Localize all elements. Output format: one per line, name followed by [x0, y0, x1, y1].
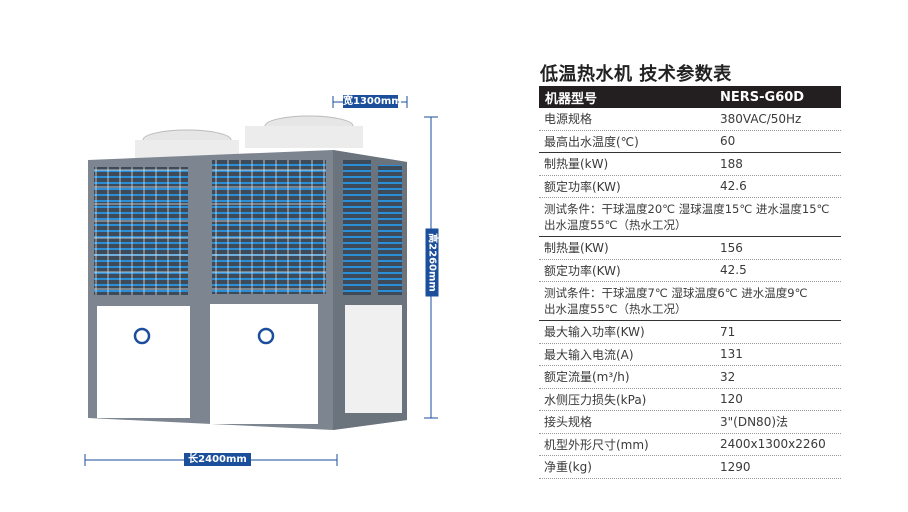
spec-label: 最大输入功率(KW) — [544, 325, 645, 340]
spec-row: 制热量(kW) 188 — [539, 153, 841, 176]
spec-value: 42.5 — [720, 263, 747, 278]
spec-value: 156 — [720, 240, 743, 255]
spec-label: 接头规格 — [544, 415, 593, 430]
length-dimension-label: 长2400mm — [184, 453, 251, 466]
spec-label: 机型外形尺寸(mm) — [544, 437, 649, 452]
spec-row: 机型外形尺寸(mm) 2400x1300x2260 — [539, 434, 841, 456]
spec-value: 131 — [720, 347, 743, 362]
spec-value: 42.6 — [720, 179, 747, 194]
brand-logo — [257, 327, 275, 345]
spec-label: 最高出水温度(℃) — [544, 134, 639, 149]
fans — [135, 115, 363, 158]
note-line: 出水温度55℃（热水工况） — [544, 302, 687, 316]
spec-value: 188 — [720, 156, 743, 171]
spec-label: 最大输入电流(A) — [544, 347, 634, 362]
spec-row: 最大输入电流(A) 131 — [539, 344, 841, 366]
header-label: 机器型号 — [545, 91, 598, 107]
spec-row: 电源规格 380VAC/50Hz — [539, 108, 841, 131]
spec-value: 380VAC/50Hz — [720, 111, 802, 126]
spec-table: 机器型号 NERS-G60D 电源规格 380VAC/50Hz 最高出水温度(℃) 6… — [539, 86, 841, 479]
spec-label: 制热量(kW) — [544, 157, 609, 172]
note-line: 测试条件：干球温度7℃ 湿球温度6℃ 进水温度9℃ — [544, 286, 808, 300]
spec-value: 32 — [720, 369, 736, 384]
spec-label: 额定功率(KW) — [544, 263, 621, 278]
width-dimension-label: 宽1300mm — [343, 95, 402, 108]
spec-row: 制热量(KW) 156 — [539, 237, 841, 260]
spec-table-title: 低温热水机 技术参数表 — [540, 64, 732, 85]
spec-value: 120 — [720, 392, 743, 407]
brand-logo — [133, 327, 151, 345]
note-line: 出水温度55℃（热水工况） — [544, 218, 687, 232]
spec-row: 净重(kg) 1290 — [539, 456, 841, 479]
spec-row: 水侧压力损失(kPa) 120 — [539, 389, 841, 411]
spec-row: 额定功率(KW) 42.6 — [539, 176, 841, 198]
note-line: 测试条件：干球温度20℃ 湿球温度15℃ 进水温度15℃ — [544, 202, 830, 216]
spec-row: 额定流量(m³/h) 32 — [539, 366, 841, 389]
test-condition-note-1: 测试条件：干球温度20℃ 湿球温度15℃ 进水温度15℃ 出水温度55℃（热水工… — [539, 198, 841, 237]
spec-value: 1290 — [720, 459, 751, 474]
spec-label: 制热量(KW) — [544, 241, 609, 256]
height-dimension-label: 高2260mm — [425, 228, 439, 297]
model-value: NERS-G60D — [720, 89, 805, 105]
spec-row: 最大输入功率(KW) 71 — [539, 321, 841, 344]
spec-label: 净重(kg) — [544, 460, 592, 475]
spec-row: 额定功率(KW) 42.5 — [539, 260, 841, 282]
spec-value: 3"(DN80)法 — [720, 415, 789, 430]
lower-panels — [97, 304, 402, 424]
test-condition-note-2: 测试条件：干球温度7℃ 湿球温度6℃ 进水温度9℃ 出水温度55℃（热水工况） — [539, 282, 841, 321]
spec-label: 水侧压力损失(kPa) — [544, 392, 647, 407]
spec-value: 71 — [720, 324, 736, 339]
spec-value: 60 — [720, 134, 736, 149]
spec-label: 额定功率(KW) — [544, 179, 621, 194]
spec-row: 接头规格 3"(DN80)法 — [539, 411, 841, 434]
spec-value: 2400x1300x2260 — [720, 437, 826, 452]
coil-panels — [94, 160, 402, 295]
spec-row: 最高出水温度(℃) 60 — [539, 131, 841, 153]
spec-header-row: 机器型号 NERS-G60D — [539, 86, 841, 108]
spec-label: 电源规格 — [544, 112, 593, 127]
spec-label: 额定流量(m³/h) — [544, 370, 630, 385]
